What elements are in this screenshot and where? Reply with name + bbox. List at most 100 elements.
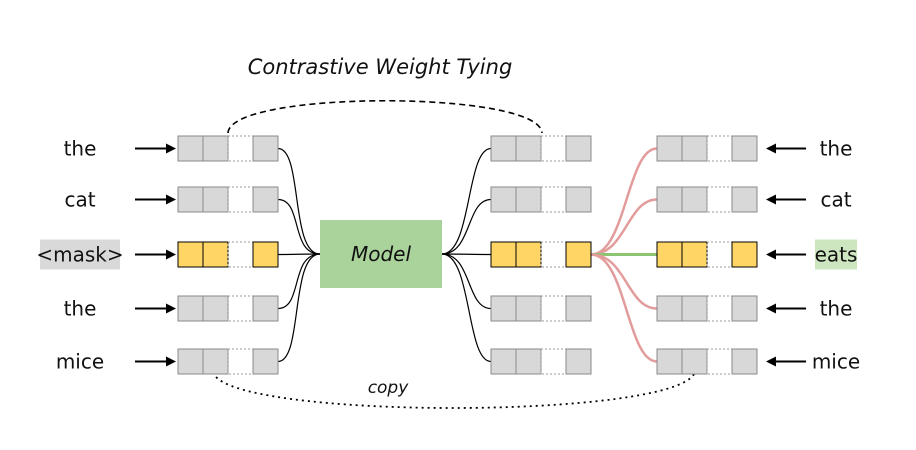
arrow-head-icon <box>766 303 776 314</box>
output-vector <box>490 241 592 268</box>
connection-wires <box>277 147 658 363</box>
input-token-list: the cat <mask> the mice <box>36 137 176 374</box>
input-token-text: <mask> <box>36 243 123 267</box>
vector-ellipsis <box>540 241 567 268</box>
target-vector <box>656 135 758 162</box>
vector-cell <box>656 135 683 162</box>
vector-cell <box>490 295 517 322</box>
arrow-head-icon <box>166 356 176 367</box>
input-to-model-wire <box>277 253 321 310</box>
vector-cell <box>490 135 517 162</box>
vector-cell <box>681 295 708 322</box>
output-vector <box>490 135 592 162</box>
vector-cell <box>252 186 279 213</box>
vector-cell <box>731 241 758 268</box>
input-vector <box>177 135 279 162</box>
target-token-text: eats <box>815 243 858 267</box>
model-to-output-wire <box>441 253 492 363</box>
vector-cell <box>177 241 204 268</box>
vector-ellipsis <box>706 295 733 322</box>
vector-cell <box>681 348 708 375</box>
arrow-head-icon <box>766 143 776 154</box>
vector-cell <box>565 135 592 162</box>
input-vector <box>177 295 279 322</box>
input-vector <box>177 348 279 375</box>
arrow-head-icon <box>166 194 176 205</box>
vector-cell <box>177 348 204 375</box>
arrow-head-icon <box>766 194 776 205</box>
vector-cell <box>565 241 592 268</box>
negative-link <box>590 253 658 310</box>
vector-ellipsis <box>706 186 733 213</box>
diagram-title: Contrastive Weight Tying <box>248 55 513 79</box>
copy-label: copy <box>368 378 410 398</box>
vector-cell <box>656 348 683 375</box>
vector-cell <box>515 295 542 322</box>
target-token: the <box>766 137 852 161</box>
weight-tying-arc <box>227 99 543 134</box>
input-to-model-wire <box>277 147 321 255</box>
vector-cell <box>656 241 683 268</box>
vector-ellipsis <box>227 135 254 162</box>
target-embedding-column <box>656 135 758 375</box>
vector-ellipsis <box>227 295 254 322</box>
target-vector <box>656 295 758 322</box>
vector-cell <box>202 295 229 322</box>
model-label: Model <box>351 242 411 266</box>
vector-cell <box>490 241 517 268</box>
vector-cell <box>565 295 592 322</box>
input-token: mice <box>56 350 176 374</box>
vector-cell <box>252 295 279 322</box>
vector-ellipsis <box>227 348 254 375</box>
vector-cell <box>252 135 279 162</box>
vector-cell <box>202 186 229 213</box>
target-token: mice <box>766 350 860 374</box>
output-embedding-column <box>490 135 592 375</box>
vector-ellipsis <box>540 186 567 213</box>
vector-ellipsis <box>706 348 733 375</box>
model-to-output-wire <box>441 198 492 255</box>
input-token: cat <box>64 188 176 212</box>
target-token-list: the cat eats the mice <box>766 137 860 374</box>
model-box <box>320 220 442 288</box>
vector-cell <box>681 135 708 162</box>
vector-cell <box>490 348 517 375</box>
copy-arc <box>212 371 696 409</box>
input-token: <mask> <box>36 239 176 270</box>
input-to-model-wire <box>277 198 321 255</box>
input-token: the <box>64 137 176 161</box>
vector-ellipsis <box>540 348 567 375</box>
target-vector <box>656 186 758 213</box>
vector-ellipsis <box>540 295 567 322</box>
input-to-model-wire <box>277 253 321 256</box>
vector-cell <box>202 135 229 162</box>
vector-cell <box>565 348 592 375</box>
negative-link <box>590 198 658 256</box>
arrow-head-icon <box>166 143 176 154</box>
target-token: cat <box>766 188 852 212</box>
input-token: the <box>64 297 176 321</box>
output-vector <box>490 186 592 213</box>
target-token-text: cat <box>820 188 851 212</box>
vector-cell <box>681 241 708 268</box>
target-token: the <box>766 297 852 321</box>
arrow-head-icon <box>766 249 776 260</box>
vector-cell <box>565 186 592 213</box>
vector-ellipsis <box>706 241 733 268</box>
vector-cell <box>252 348 279 375</box>
input-token-text: mice <box>56 350 104 374</box>
vector-cell <box>681 186 708 213</box>
vector-cell <box>177 295 204 322</box>
vector-cell <box>252 241 279 268</box>
model-to-output-wire <box>441 147 492 255</box>
vector-cell <box>202 241 229 268</box>
target-vector <box>656 241 758 268</box>
negative-link <box>590 147 658 256</box>
input-token-text: cat <box>64 188 95 212</box>
vector-ellipsis <box>227 241 254 268</box>
output-vector <box>490 295 592 322</box>
vector-cell <box>177 186 204 213</box>
vector-cell <box>515 135 542 162</box>
model-to-output-wire <box>441 253 492 310</box>
